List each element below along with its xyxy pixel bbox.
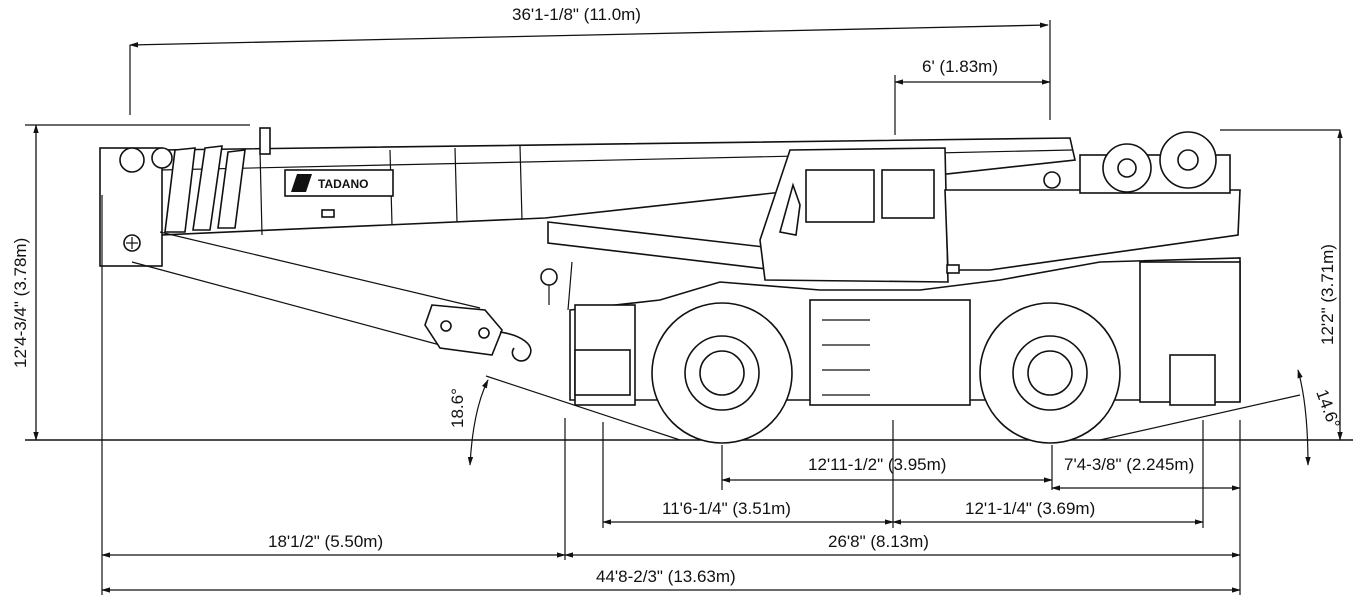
overall-length-label: 44'8-2/3" (13.63m) xyxy=(596,567,736,586)
lift-cylinder xyxy=(547,221,793,273)
center-to-rear-axle-label: 12'1-1/4" (3.69m) xyxy=(965,499,1095,518)
brand-logo-text: TADANO xyxy=(318,177,368,191)
front-overhang-label: 18'1/2" (5.50m) xyxy=(268,532,383,551)
rear-overhang-label: 7'4-3/8" (2.245m) xyxy=(1064,455,1194,474)
departure-angle-line xyxy=(1099,394,1301,441)
approach-angle-line xyxy=(485,375,681,441)
dimension-lines xyxy=(33,22,1343,593)
cab xyxy=(759,147,1241,283)
rear-to-center-label: 12'11-1/2" (3.95m) xyxy=(808,455,946,474)
approach-angle-label: 18.6° xyxy=(448,388,467,428)
dimension-labels: 36'1-1/8" (11.0m) 6' (1.83m) 12'4-3/4" (… xyxy=(11,5,1344,586)
boom-length-label: 36'1-1/8" (11.0m) xyxy=(512,5,641,24)
jib-offset-label: 6' (1.83m) xyxy=(922,57,998,76)
body-length-label: 26'8" (8.13m) xyxy=(828,532,929,551)
departure-angle-arc xyxy=(1297,369,1311,466)
front-axle-to-center-label: 11'6-1/4" (3.51m) xyxy=(662,499,791,518)
crane-drawing: TADANO xyxy=(99,127,1311,466)
total-height-label: 12'4-3/4" (3.78m) xyxy=(11,238,30,368)
winch xyxy=(1043,131,1231,194)
front-wheel xyxy=(651,302,793,444)
hook-block xyxy=(131,231,573,362)
boom-length-dim-line xyxy=(129,22,1049,48)
rear-wheel xyxy=(979,302,1121,444)
approach-angle-arc xyxy=(467,379,489,466)
departure-angle-label: 14.6° xyxy=(1312,387,1343,431)
cab-height-label: 12'2" (3.71m) xyxy=(1318,244,1337,345)
